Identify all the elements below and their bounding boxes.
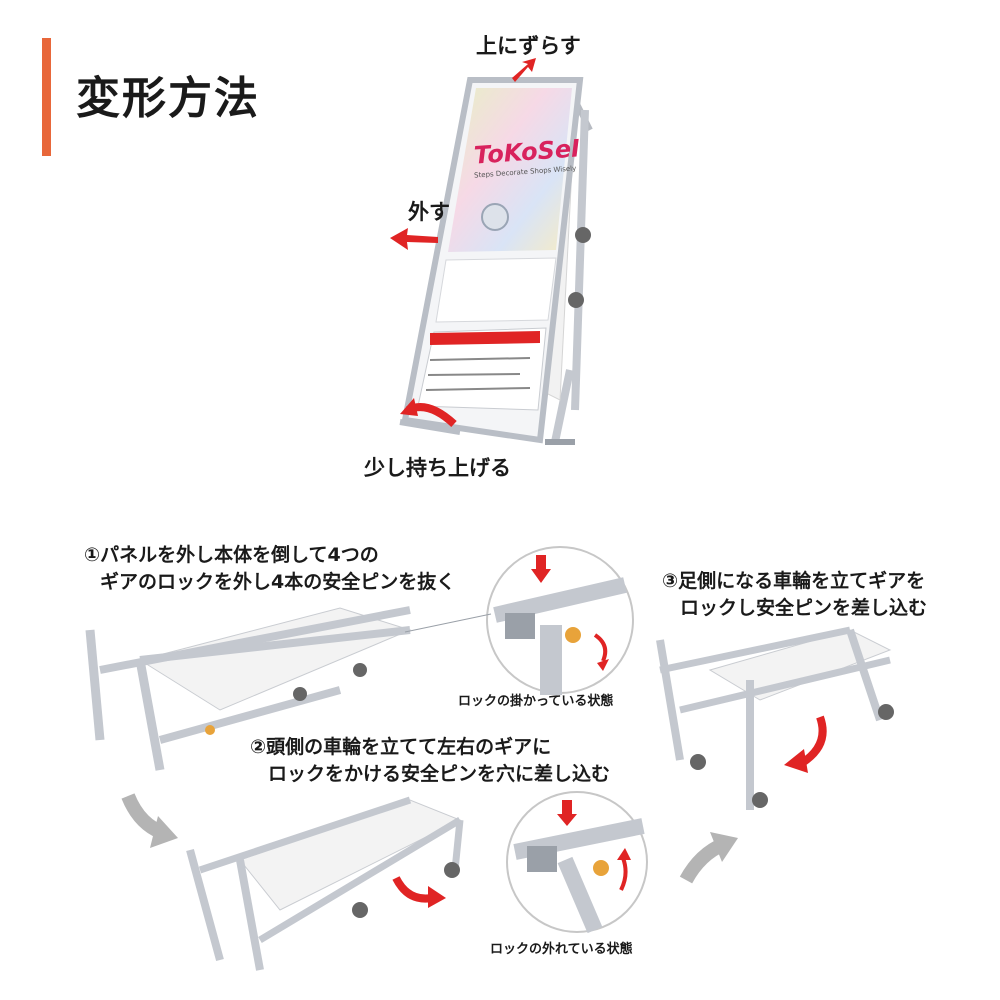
title-accent-bar xyxy=(42,38,51,156)
step2-line2: ロックをかける安全ピンを穴に差し込む xyxy=(268,763,611,785)
step3-line1: ③足側になる車輪を立てギアを xyxy=(662,570,926,592)
step2-frame-illustration xyxy=(186,796,464,971)
arrow-curved-down-icon xyxy=(784,715,827,773)
arrow-gray-up-icon xyxy=(679,832,738,884)
zoom-connector-line xyxy=(404,613,492,633)
step3-line2: ロックし安全ピンを差し込む xyxy=(680,597,928,619)
step1-line2: ギアのロックを外し4本の安全ピンを抜く xyxy=(100,571,456,593)
caption-unlocked: ロックの外れている状態 xyxy=(490,942,633,957)
arrow-curved-right-icon xyxy=(392,876,446,908)
arrow-left-icon xyxy=(390,228,438,250)
page-title: 変形方法 xyxy=(76,73,260,124)
step3-frame-illustration xyxy=(656,626,894,810)
arrow-curved-up-icon xyxy=(400,398,457,427)
zoom-circle-locked xyxy=(486,546,634,695)
step1-frame-illustration xyxy=(85,606,412,771)
caption-locked: ロックの掛かっている状態 xyxy=(458,694,614,709)
label-lift: 少し持ち上げる xyxy=(364,456,511,480)
label-remove: 外す xyxy=(408,200,450,224)
step1-line1: ①パネルを外し本体を倒して4つの xyxy=(84,544,379,566)
label-shift-up: 上にずらす xyxy=(476,34,581,58)
step1-instruction: ①パネルを外し本体を倒して4つの ギアのロックを外し4本の安全ピンを抜く xyxy=(84,542,455,596)
zoom-circle-unlocked xyxy=(506,791,648,934)
a-frame-sign-illustration xyxy=(399,77,593,445)
step2-line1: ②頭側の車輪を立てて左右のギアに xyxy=(250,736,552,758)
step3-instruction: ③足側になる車輪を立てギアを ロックし安全ピンを差し込む xyxy=(662,568,927,622)
arrow-up-icon xyxy=(512,58,536,82)
step2-instruction: ②頭側の車輪を立てて左右のギアに ロックをかける安全ピンを穴に差し込む xyxy=(250,734,610,788)
arrow-gray-down-icon xyxy=(121,793,178,848)
